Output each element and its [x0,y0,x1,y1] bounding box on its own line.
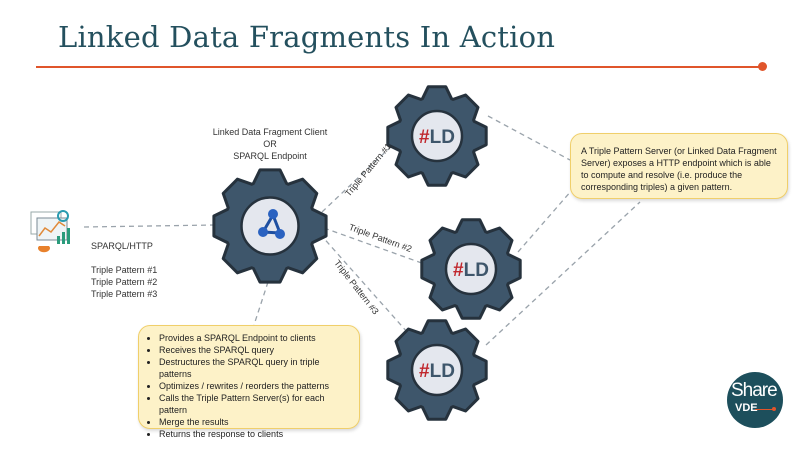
client-label-line3: SPARQL Endpoint [233,151,307,161]
connector-client-server3 [319,233,417,343]
client-callout: Provides a SPARQL Endpoint to clientsRec… [138,325,360,439]
connector-user-client [83,224,216,228]
request-pattern: Triple Pattern #1 [91,265,158,275]
client-gear [212,168,328,284]
title-divider-dot [758,62,767,71]
ld-server-gear: #LD [386,85,488,187]
ld-server-label: #LD [419,127,455,148]
callout-item: Optimizes / rewrites / reorders the patt… [159,380,353,392]
request-label: SPARQL/HTTP Triple Pattern #1 Triple Pat… [91,240,157,300]
sharevde-logo: Share VDE [727,372,783,428]
callout-item: Returns the response to clients [159,428,353,440]
title-divider [36,66,762,68]
callout-item: Provides a SPARQL Endpoint to clients [159,332,353,344]
connector-server2-callout [517,189,573,253]
server-callout: A Triple Pattern Server (or Linked Data … [570,133,788,199]
logo-vde: VDE [735,402,758,414]
ld-server-gear: #LD [386,319,488,421]
callout-item: Merge the results [159,416,353,428]
connector-server3-callout [485,201,641,346]
client-label-line1: Linked Data Fragment Client [212,127,328,137]
slide-title: Linked Data Fragments In Action [58,20,556,54]
server-callout-text: A Triple Pattern Server (or Linked Data … [581,146,777,192]
connector-client-callout [253,281,269,326]
logo-share: Share [731,380,778,401]
client-label-line2: OR [263,139,277,149]
callout-item: Receives the SPARQL query [159,344,353,356]
ld-server-gear: #LD [420,218,522,320]
client-label: Linked Data Fragment Client OR SPARQL En… [205,126,335,162]
connector-client-server2 [323,227,431,267]
callout-item: Destructures the SPARQL query in triple … [159,356,353,380]
linked-data-icon [258,209,285,239]
callout-item: Calls the Triple Pattern Server(s) for e… [159,392,353,416]
ld-server-label: #LD [453,260,489,281]
protocol-label: SPARQL/HTTP [91,241,153,251]
request-pattern: Triple Pattern #2 [91,277,158,287]
analytics-dashboard-icon [27,206,75,254]
request-pattern: Triple Pattern #3 [91,289,158,299]
ld-server-label: #LD [419,361,455,382]
connector-server1-callout [487,115,571,161]
